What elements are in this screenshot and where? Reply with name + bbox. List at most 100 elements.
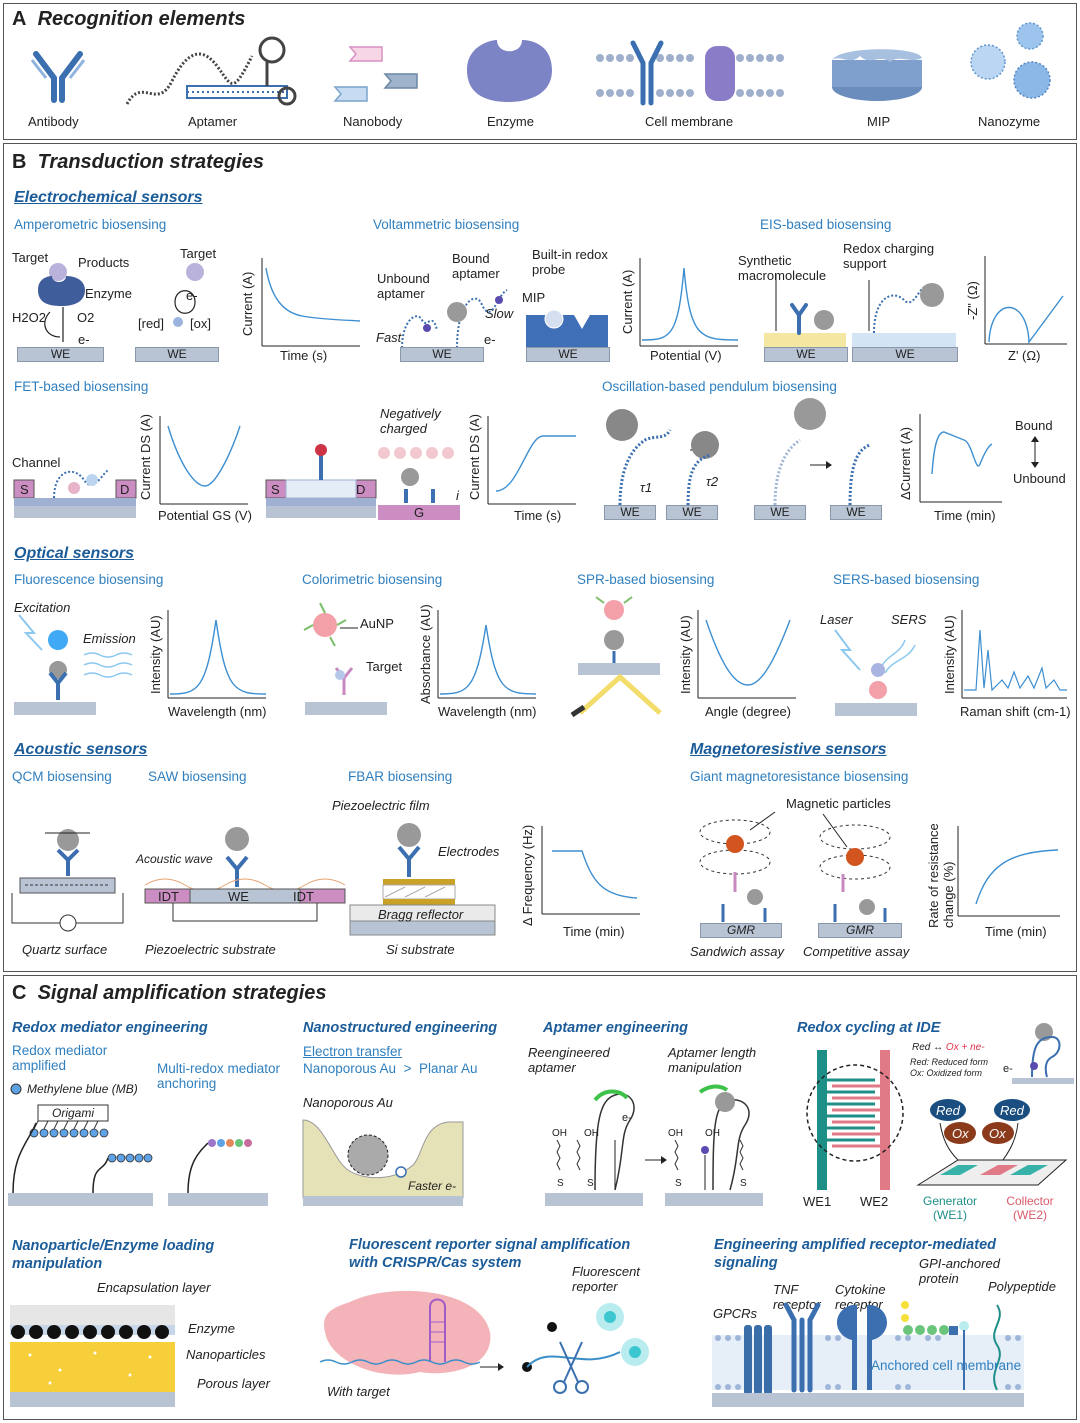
sers-chart	[961, 610, 1067, 699]
nanoporous-au-label: Nanoporous Au	[303, 1095, 393, 1110]
eis-xlabel: Z' (Ω)	[1008, 348, 1041, 363]
gmr-chart	[957, 826, 1060, 917]
mip-label: MIP	[867, 114, 891, 129]
fbar-diagram	[349, 823, 496, 936]
oscillation-title: Oscillation-based pendulum biosensing	[602, 379, 837, 394]
s-label-2: S	[587, 1178, 594, 1189]
nanostructured-heading: Nanostructured engineering	[303, 1020, 498, 1036]
eis-title: EIS-based biosensing	[760, 217, 892, 232]
qcm-diagram	[11, 829, 124, 932]
aunp-label: AuNP	[360, 616, 394, 631]
sandwich-assay-label: Sandwich assay	[690, 944, 784, 959]
voltammetric-ylabel: Current (A)	[620, 269, 635, 334]
oh-label-3: OH	[668, 1128, 683, 1139]
piezo-film-label: Piezoelectric film	[332, 798, 430, 813]
target-label: Target	[12, 250, 49, 265]
gmr-xlabel: Time (min)	[985, 924, 1047, 939]
ide-electrode-diagram	[806, 1050, 904, 1190]
redox-mediator-diagram	[8, 1104, 268, 1206]
we1-label: WE1	[803, 1194, 832, 1209]
drain-label: D	[120, 482, 130, 497]
laser-label: Laser	[820, 612, 853, 627]
redox-cycle-diagram	[173, 263, 204, 327]
ide-redox-cycle-diagram	[916, 1099, 1068, 1186]
tau2-label: τ2	[706, 474, 719, 489]
saw-we-label: WE	[228, 889, 249, 904]
tau1-label: τ1	[640, 480, 653, 495]
pendulum-we-4: WE	[830, 505, 882, 520]
fet-gate-diagram	[378, 447, 460, 520]
nanobody-icon	[333, 46, 418, 102]
builtin-redox-probe-label: Built-in redox probe	[532, 247, 608, 277]
sers-diagram	[834, 629, 917, 716]
ox-molecule-label-2: Ox	[989, 1126, 1006, 1141]
nanozyme-label: Nanozyme	[978, 114, 1041, 129]
amperometric-enzyme-diagram	[38, 263, 85, 342]
eis-diagram	[764, 275, 956, 347]
enzyme-icon	[467, 40, 552, 102]
receptor-heading: Engineering amplified receptor-mediated …	[714, 1237, 996, 1271]
h2o2-label: H2O2	[12, 310, 46, 325]
mip-electrode-diagram	[526, 309, 608, 347]
red-molecule-label-1: Red	[936, 1103, 960, 1118]
saw-title: SAW biosensing	[148, 769, 247, 784]
sers-label: SERS	[891, 612, 927, 627]
gmr-title: Giant magnetoresistance biosensing	[690, 769, 909, 784]
voltammetric-aptamer-diagram	[401, 289, 508, 349]
panel-a-title: A Recognition elements	[12, 8, 246, 30]
spr-title: SPR-based biosensing	[577, 572, 715, 587]
nanozyme-icon	[970, 22, 1051, 99]
gmr-diagram	[699, 811, 891, 922]
fluorescence-chart	[167, 610, 267, 699]
voltammetric-we-electrode: WE	[400, 347, 484, 362]
electrochemical-heading: Electrochemical sensors	[14, 189, 203, 206]
collector-label: Collector (WE2)	[1006, 1194, 1054, 1222]
pendulum-diagram	[606, 398, 871, 506]
redox-equation: Red ↔ Ox + ne-	[912, 1042, 985, 1053]
gmr-sensor-2: GMR	[818, 923, 902, 938]
sers-xlabel: Raman shift (cm-1)	[960, 704, 1071, 719]
amperometric-we-electrode-2: WE	[135, 347, 219, 362]
aptamer-label: Aptamer	[188, 114, 238, 129]
fbar-xlabel: Time (min)	[563, 924, 625, 939]
crispr-heading: Fluorescent reporter signal amplificatio…	[349, 1237, 631, 1271]
nanoporous-compare-label: Nanoporous Au > Planar Au	[303, 1061, 478, 1076]
acoustic-heading: Acoustic sensors	[14, 741, 148, 758]
amperometric-xlabel: Time (s)	[280, 348, 328, 363]
fluorescence-xlabel: Wavelength (nm)	[168, 704, 267, 719]
voltammetric-title: Voltammetric biosensing	[373, 217, 520, 232]
o2-label: O2	[77, 310, 95, 325]
amperometric-chart	[261, 258, 361, 347]
methylene-blue-label: Methylene blue (MB)	[27, 1082, 138, 1096]
aptamer-engineering-diagram	[545, 1084, 763, 1206]
current-i-label: i	[456, 488, 459, 503]
oh-label-1: OH	[552, 1128, 567, 1139]
amperometric-we-electrode: WE	[17, 347, 104, 362]
optical-heading: Optical sensors	[14, 545, 135, 562]
fet-xlabel-2: Time (s)	[514, 508, 562, 523]
panel-c-title: C Signal amplification strategies	[12, 982, 327, 1004]
aptamer-length-label: Aptamer length manipulation	[668, 1045, 757, 1075]
mb-legend-icon	[10, 1083, 22, 1095]
magneto-heading: Magnetoresistive sensors	[690, 741, 887, 758]
enzyme-layer-label: Enzyme	[188, 1321, 235, 1336]
oscillation-chart	[919, 414, 1002, 503]
amperometric-title: Amperometric biosensing	[14, 217, 167, 232]
fet-ylabel-1: Current DS (A)	[138, 414, 153, 500]
competitive-assay-label: Competitive assay	[803, 944, 910, 959]
mip-icon	[832, 49, 922, 101]
colorimetric-chart	[437, 610, 537, 699]
nanobody-label: Nanobody	[343, 114, 403, 129]
negatively-charged-label: Negatively charged	[380, 406, 441, 436]
source-label: S	[20, 482, 29, 497]
mip-we-electrode: WE	[526, 347, 610, 362]
ide-aptamer-icon	[1012, 1023, 1074, 1084]
colorimetric-ylabel: Absorbance (AU)	[418, 604, 433, 704]
ide-heading: Redox cycling at IDE	[797, 1020, 941, 1036]
porous-layer-label: Porous layer	[197, 1376, 270, 1391]
fluorescence-ylabel: Intensity (AU)	[148, 615, 163, 694]
red-definition: Red: Reduced form	[910, 1057, 989, 1067]
spr-xlabel: Angle (degree)	[705, 704, 791, 719]
anchored-membrane-label: Anchored cell membrane	[871, 1358, 1022, 1373]
target-label-c: Target	[366, 659, 403, 674]
